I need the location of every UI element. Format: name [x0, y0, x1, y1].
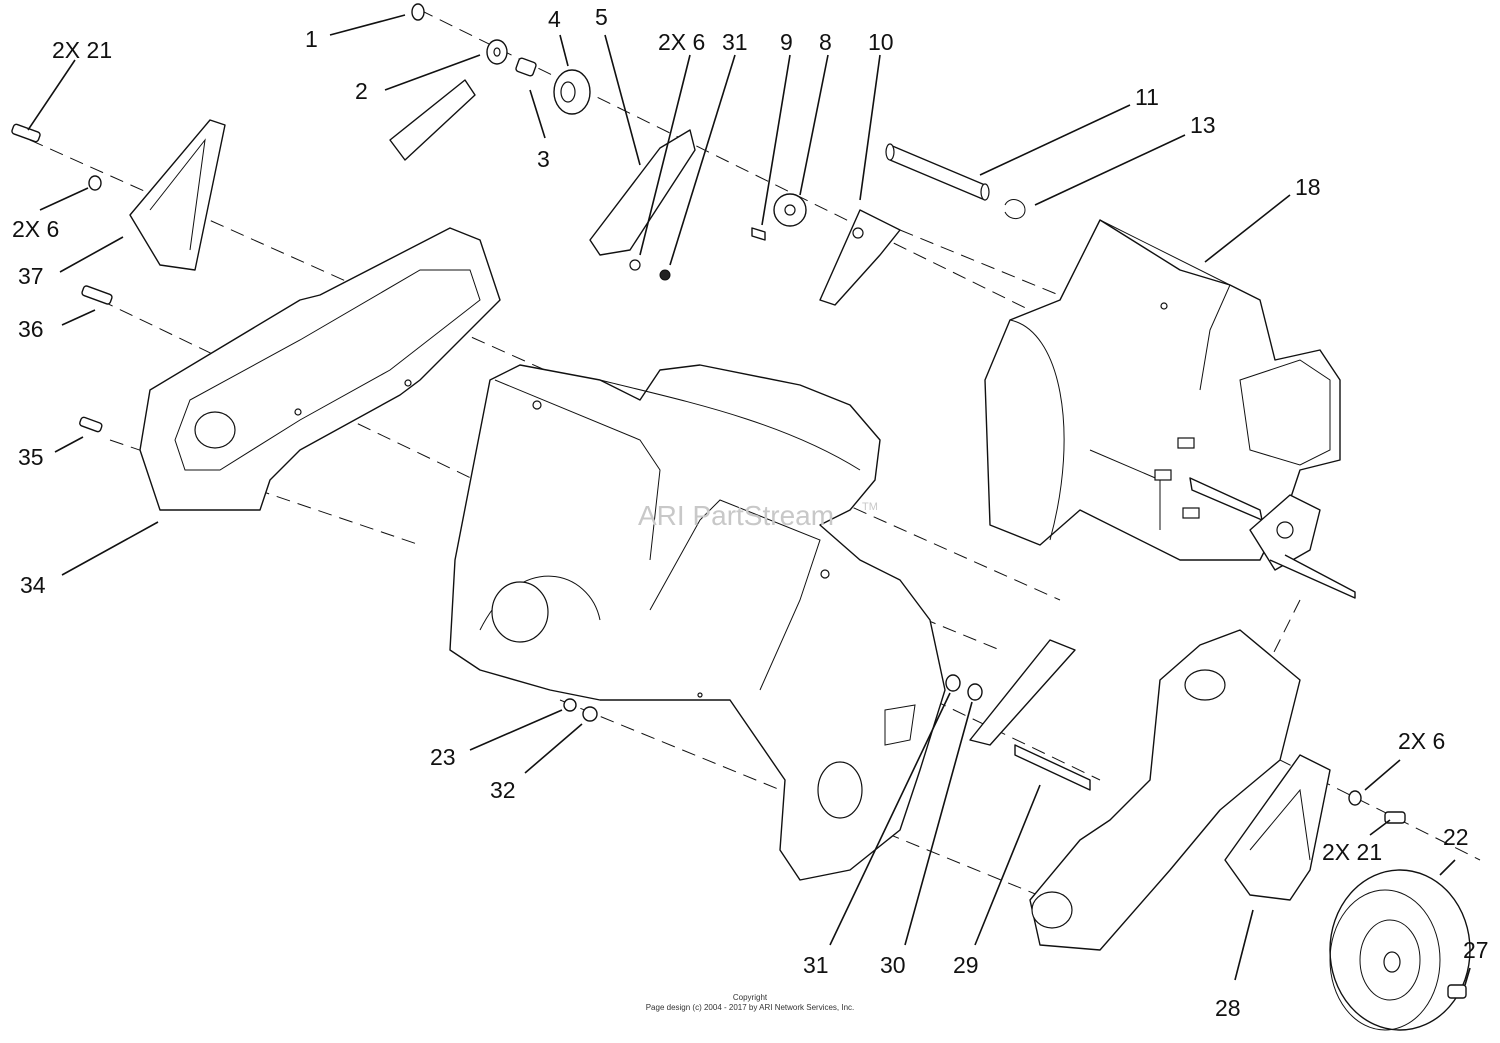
callout-23: 23	[430, 744, 456, 770]
callout-35: 35	[18, 444, 44, 470]
auger-housing	[449, 364, 946, 881]
callout-2x6-right: 2X 6	[1398, 728, 1445, 754]
callout-2: 2	[355, 78, 368, 104]
bolts-left	[11, 123, 113, 433]
callout-30: 30	[880, 952, 906, 978]
callout-31-top: 31	[722, 29, 748, 55]
impeller-parts-8-9-10	[751, 193, 901, 306]
callout-2x21-left: 2X 21	[52, 37, 112, 63]
watermark-text: ARI PartStream	[638, 500, 834, 531]
callout-36: 36	[18, 316, 44, 342]
wheel-part-22	[1329, 869, 1471, 1031]
hardware-right	[563, 674, 1406, 824]
footer-copyright: Copyright	[733, 993, 768, 1002]
callout-27: 27	[1463, 937, 1489, 963]
callout-37: 37	[18, 263, 44, 289]
callout-3: 3	[537, 146, 550, 172]
shaft-part-11	[885, 143, 1026, 219]
callout-8: 8	[819, 29, 832, 55]
leader-lines	[27, 14, 1471, 986]
side-bracket-part-28	[1224, 754, 1331, 901]
belt-cover-part-34	[139, 227, 501, 511]
callout-31-bottom: 31	[803, 952, 829, 978]
callout-10: 10	[868, 29, 894, 55]
callout-9: 9	[780, 29, 793, 55]
callout-32: 32	[490, 777, 516, 803]
bracket-part-37	[129, 119, 226, 271]
callout-22: 22	[1443, 824, 1469, 850]
callout-4: 4	[548, 6, 561, 32]
watermark: ARI PartStream TM	[638, 500, 878, 531]
callout-18: 18	[1295, 174, 1321, 200]
engine-part-18	[984, 219, 1341, 561]
small-hardware-top	[389, 3, 696, 281]
footer-page-design: Page design (c) 2004 - 2017 by ARI Netwo…	[646, 1003, 855, 1012]
callout-28: 28	[1215, 995, 1241, 1021]
callout-13: 13	[1190, 112, 1216, 138]
gasket-pipe	[1249, 494, 1356, 599]
copyright-footer: Copyright Page design (c) 2004 - 2017 by…	[646, 993, 855, 1012]
callout-labels: 1 2 3 4 5 2X 6 31 9 8 10 11 13 18 2X 21 …	[12, 4, 1489, 1021]
callout-2x21-right: 2X 21	[1322, 839, 1382, 865]
callout-2x6-left: 2X 6	[12, 216, 59, 242]
callout-11: 11	[1135, 84, 1159, 110]
callout-5: 5	[595, 4, 608, 30]
right-side-plate	[969, 629, 1301, 951]
callout-29: 29	[953, 952, 979, 978]
callout-34: 34	[20, 572, 46, 598]
watermark-tm: TM	[862, 501, 878, 513]
callout-2x6-top: 2X 6	[658, 29, 705, 55]
callout-1: 1	[305, 26, 318, 52]
